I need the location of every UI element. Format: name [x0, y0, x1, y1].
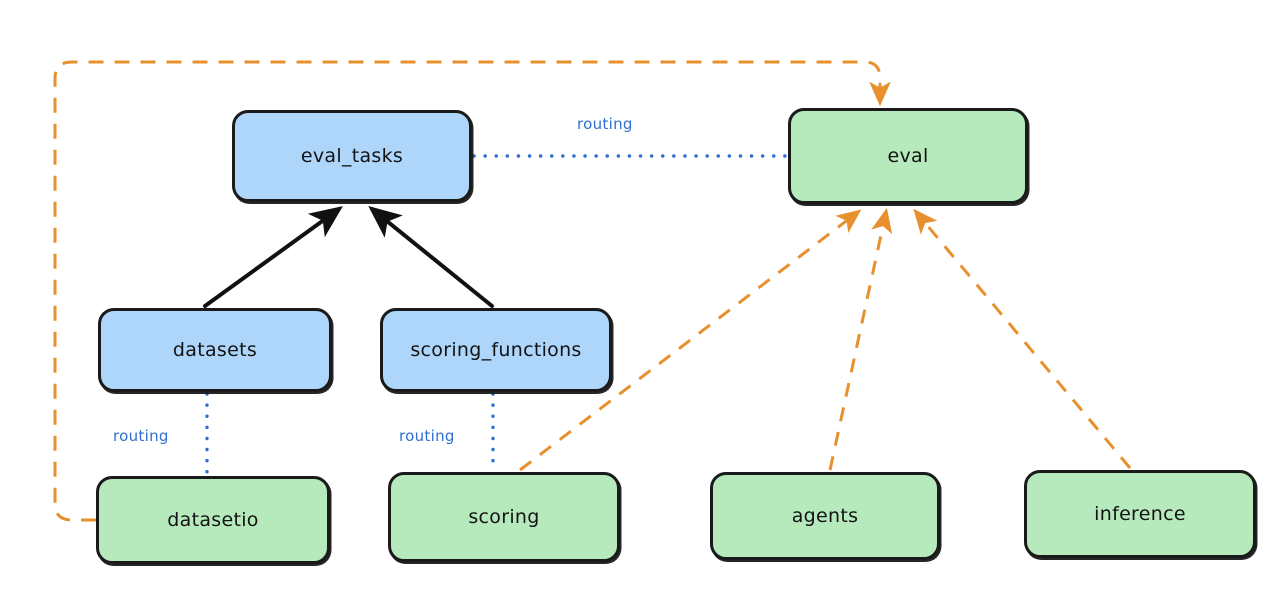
- edge-datasetio-eval: [53, 60, 891, 522]
- node-datasets[interactable]: datasets: [98, 308, 332, 392]
- node-label: datasetio: [167, 508, 259, 531]
- edge-datasets-eval_tasks: [203, 206, 343, 308]
- edge-scoring-eval: [519, 209, 862, 472]
- node-eval-tasks[interactable]: eval_tasks: [232, 110, 472, 202]
- edge-label-routing-eval: routing: [577, 115, 633, 133]
- node-inference[interactable]: inference: [1024, 470, 1256, 558]
- node-label: datasets: [172, 338, 258, 361]
- node-label: agents: [791, 504, 859, 527]
- node-label: eval_tasks: [300, 144, 404, 167]
- node-eval[interactable]: eval: [788, 108, 1028, 204]
- edge-scoring_functions-eval_tasks: [368, 205, 494, 308]
- edge-label-routing-datasetio: routing: [113, 427, 169, 445]
- node-scoring-functions[interactable]: scoring_functions: [380, 308, 612, 392]
- node-agents[interactable]: agents: [710, 472, 940, 560]
- node-scoring[interactable]: scoring: [388, 472, 620, 562]
- node-label: inference: [1094, 502, 1186, 525]
- edge-inference-eval: [913, 208, 1132, 469]
- node-datasetio[interactable]: datasetio: [96, 476, 330, 564]
- edge-label-routing-scoring: routing: [399, 427, 455, 445]
- node-label: scoring: [468, 505, 540, 528]
- edge-agents-eval: [828, 207, 893, 471]
- node-label: scoring_functions: [410, 338, 582, 361]
- node-label: eval: [887, 144, 929, 167]
